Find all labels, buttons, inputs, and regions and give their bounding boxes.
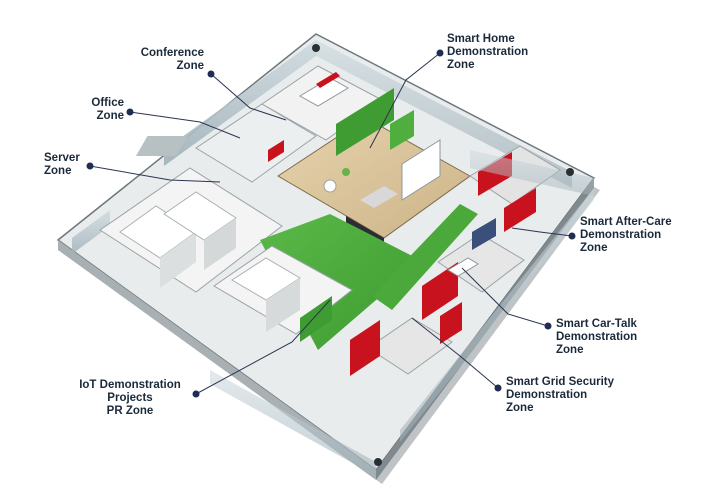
- label-line: Demonstration: [580, 229, 662, 241]
- label-line: Zone: [176, 60, 204, 72]
- glass-wall-back-left: [164, 40, 316, 166]
- label-line: Zone: [96, 110, 124, 122]
- label-line: Conference: [140, 47, 204, 59]
- label-smart-home-zone: Smart Home Demonstration Zone: [447, 33, 567, 72]
- dot-conference: [207, 70, 215, 78]
- label-line: Demonstration: [447, 46, 529, 58]
- grid-security-red-wall: [350, 320, 380, 376]
- label-line: IoT Demonstration: [79, 379, 181, 391]
- label-line: Smart Grid Security: [506, 376, 615, 388]
- label-line: Projects: [107, 392, 153, 404]
- label-grid-security-zone: Smart Grid Security Demonstration Zone: [506, 376, 636, 415]
- leader-server: [89, 165, 221, 183]
- marker-dots: [86, 49, 576, 398]
- label-line: Demonstration: [506, 389, 588, 401]
- glass-wall-right: [470, 150, 594, 196]
- office-red-accent: [268, 140, 284, 162]
- label-conference-zone: Conference Zone: [128, 47, 204, 73]
- dot-car-talk: [544, 322, 552, 330]
- smart-home-sofa: [360, 186, 398, 208]
- label-line: Zone: [506, 402, 534, 414]
- car-talk-room: [437, 233, 525, 293]
- grid-security-red-wall-2: [440, 302, 462, 344]
- car-talk-red-wall: [422, 262, 458, 320]
- green-corridor-right: [372, 204, 478, 310]
- column-marker: [566, 168, 574, 176]
- dot-grid-security: [494, 384, 502, 392]
- label-line: Office: [91, 97, 124, 109]
- smart-home-green-wall-2: [390, 110, 414, 150]
- column-marker: [312, 44, 320, 52]
- conference-chairs: [316, 72, 340, 88]
- after-care-red-wall-2: [504, 188, 536, 232]
- smart-home-chair: [342, 168, 350, 176]
- label-line: Zone: [556, 344, 584, 356]
- leader-car-talk: [461, 267, 549, 327]
- label-line: PR Zone: [106, 405, 154, 417]
- label-line: Zone: [447, 59, 475, 71]
- office-desks: [135, 136, 188, 156]
- label-after-care-zone: Smart After-Care Demonstration Zone: [580, 216, 702, 255]
- car-talk-table: [447, 257, 479, 277]
- label-office-zone: Office Zone: [60, 97, 124, 123]
- label-car-talk-zone: Smart Car-Talk Demonstration Zone: [556, 318, 676, 357]
- leader-iot: [195, 299, 331, 395]
- dot-server: [86, 162, 94, 170]
- glass-wall-front-left: [72, 210, 110, 254]
- label-server-zone: Server Zone: [44, 152, 104, 178]
- label-line: Demonstration: [556, 331, 638, 343]
- office-floor: [195, 103, 317, 183]
- leader-after-care: [511, 227, 573, 237]
- iot-room-wall: [266, 278, 300, 332]
- dot-smart-home: [436, 49, 444, 57]
- leader-conference: [210, 73, 287, 121]
- glass-wall-right-front: [400, 188, 594, 442]
- smart-home-table: [323, 179, 337, 193]
- label-line: Smart Car-Talk: [556, 318, 637, 330]
- leader-lines: [89, 52, 573, 395]
- column-marker: [374, 458, 382, 466]
- label-line: Zone: [580, 242, 608, 254]
- iot-green-screen: [300, 296, 332, 342]
- glass-wall-back-right: [316, 40, 572, 188]
- label-line: Smart After-Care: [580, 216, 672, 228]
- label-line: Smart Home: [447, 33, 515, 45]
- car-talk-screen: [472, 218, 496, 250]
- dot-iot: [192, 390, 200, 398]
- server-room-a-wall: [160, 232, 196, 288]
- leader-office: [129, 111, 241, 139]
- label-line: Server: [44, 152, 80, 164]
- dot-office: [126, 108, 134, 116]
- label-iot-zone: IoT Demonstration Projects PR Zone: [72, 379, 188, 418]
- grid-security-room: [367, 317, 453, 375]
- glass-wall-front-bottom: [210, 370, 376, 476]
- label-line: Zone: [44, 165, 72, 177]
- smart-home-green-wall: [336, 88, 394, 156]
- server-room-b-wall: [204, 218, 236, 270]
- leader-smart-home: [369, 52, 441, 149]
- leader-grid-security: [411, 317, 499, 389]
- smart-home-partition: [401, 139, 441, 201]
- dot-after-care: [568, 232, 576, 240]
